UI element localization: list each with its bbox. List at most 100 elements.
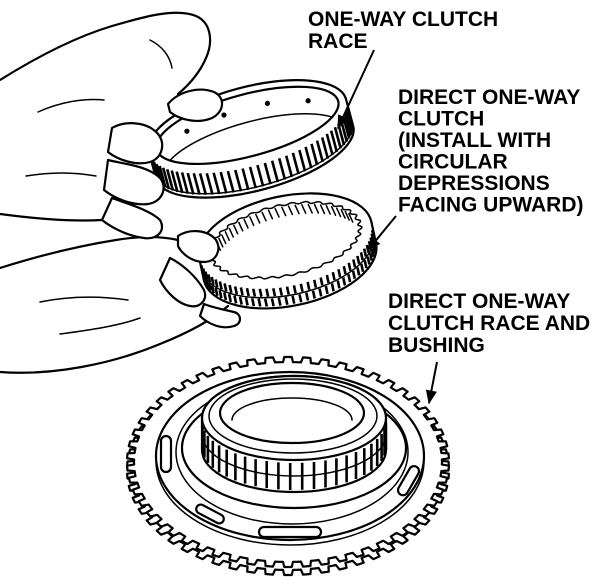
race-flat-face-edge — [154, 370, 426, 542]
race-spline — [291, 152, 300, 175]
upper-hand-palm-outline — [0, 212, 104, 222]
sprag-cage-bar-lower — [233, 295, 238, 304]
sprag-element — [228, 227, 234, 238]
sprag-element — [238, 221, 244, 232]
leader-race-and-bushing — [425, 361, 438, 405]
sprag-cage-bar-upper — [272, 288, 277, 297]
lower-hand-thumb-tip — [176, 230, 220, 264]
label-direct-one-way-clutch: DIRECT ONE-WAY CLUTCH (INSTALL WITH CIRC… — [398, 86, 584, 217]
bushing-bore — [218, 381, 366, 445]
sprag-cage-bar-upper — [359, 252, 364, 261]
upper-hand-crease — [25, 172, 97, 177]
race-hole — [221, 112, 227, 118]
label-line: DIRECT ONE-WAY — [388, 290, 570, 313]
race-spline — [198, 173, 208, 195]
race-spline — [315, 140, 324, 163]
one-way-clutch-race — [147, 79, 355, 199]
sprag-cage-bar-lower — [203, 276, 208, 285]
sprag-cage-bar-lower — [210, 285, 215, 294]
sprag-cage-bar-upper — [306, 281, 311, 291]
sprag-cage-bar-lower — [366, 256, 371, 265]
sprag-cage-bar-lower — [342, 277, 347, 286]
upper-hand-knuckle-crease — [149, 39, 173, 69]
race-spline — [192, 173, 201, 195]
sprag-element — [319, 204, 326, 215]
race-spline — [304, 146, 313, 169]
sprag-element — [267, 209, 274, 220]
race-spline — [205, 172, 214, 195]
race-spline — [333, 126, 342, 149]
race-spline — [277, 157, 287, 180]
upper-hand-finger — [100, 196, 164, 240]
sprag-cage-bar-lower — [356, 267, 361, 276]
race-spline — [263, 162, 272, 185]
sprag-cage-bar-upper — [356, 255, 361, 265]
sprag-cage-bar-upper — [312, 279, 318, 288]
label-line: FACING UPWARD) — [398, 194, 584, 217]
lower-hand-bottom-outline — [0, 304, 230, 374]
race-spline — [161, 167, 171, 190]
race-slot-left — [159, 434, 173, 474]
sprag-cage-bar-lower — [270, 298, 275, 307]
upper-hand-finger — [106, 122, 164, 165]
sprag-cage-bar-upper — [201, 268, 207, 277]
race-spline — [186, 172, 195, 195]
sprag-element — [287, 205, 294, 216]
bushing-bore-step — [231, 397, 353, 421]
sprag-cage-bar-lower — [291, 295, 296, 304]
clutch-inner-opening — [208, 200, 363, 280]
upper-hand-fingers — [100, 88, 224, 240]
sprag-cage-bar-lower — [311, 290, 316, 299]
sprag-cage-bar-upper — [239, 287, 244, 296]
sprag-cage-bar-lower — [263, 298, 269, 307]
sprag-element — [294, 204, 300, 215]
sprag-element — [261, 211, 267, 222]
race-spline — [180, 172, 190, 195]
sprag-cage-bar-lower — [324, 285, 329, 295]
race-spline — [256, 164, 265, 187]
race-spline — [329, 130, 339, 153]
upper-hand-thumb — [166, 88, 224, 122]
sprag-element — [325, 204, 331, 215]
label-one-way-clutch-race: ONE-WAY CLUTCH RACE — [308, 8, 498, 53]
race-spline — [320, 137, 330, 159]
sprag-cage-bar-lower — [305, 292, 310, 301]
sprag-cage-bar-upper — [218, 281, 223, 290]
race-spline — [175, 171, 184, 194]
lower-hand-finger — [158, 256, 207, 308]
sprag-cage-bar-upper — [319, 277, 324, 286]
race-slot-bottom — [257, 525, 323, 539]
race-spline — [284, 155, 294, 178]
label-line: (INSTALL WITH — [398, 129, 551, 152]
race-lower-chamfer — [154, 121, 354, 195]
sprag-element — [307, 203, 313, 214]
leader-lines — [337, 49, 438, 405]
sprag-cage-bar-upper — [370, 229, 376, 239]
sprag-cage-bar-lower — [360, 263, 365, 272]
label-line: CLUTCH — [398, 108, 484, 131]
sprag-cage-bar-lower — [277, 297, 282, 306]
sprag-cage-bar-upper — [278, 287, 284, 296]
sprag-cage-bar-lower — [238, 296, 243, 305]
sprag-element — [274, 207, 280, 218]
direct-one-way-clutch — [197, 192, 378, 310]
sprag-cage-bar-upper — [204, 271, 209, 280]
sprag-cage-bar-upper — [292, 285, 297, 294]
upper-hand-back-outline — [0, 11, 212, 96]
sprag-element — [224, 231, 230, 241]
race-inner-wall-edge — [169, 112, 333, 162]
leader-direct-one-way-clutch — [367, 215, 397, 252]
sprag-element — [218, 237, 224, 248]
sprag-cage-bar-lower — [347, 274, 352, 283]
sprag-cage-bar-lower — [207, 282, 212, 291]
label-line: BUSHING — [388, 334, 485, 357]
sprag-element — [335, 207, 342, 218]
lower-hand-top-outline — [0, 235, 180, 270]
lower-hand-crease — [39, 296, 129, 303]
sprag-cage-bar-upper — [331, 271, 336, 281]
sprag-cage-bar-upper — [299, 283, 304, 292]
race-spline — [248, 166, 258, 189]
sprag-cage-bar-lower — [284, 296, 289, 306]
sprag-element — [243, 218, 249, 229]
race-slot-right — [396, 465, 421, 497]
